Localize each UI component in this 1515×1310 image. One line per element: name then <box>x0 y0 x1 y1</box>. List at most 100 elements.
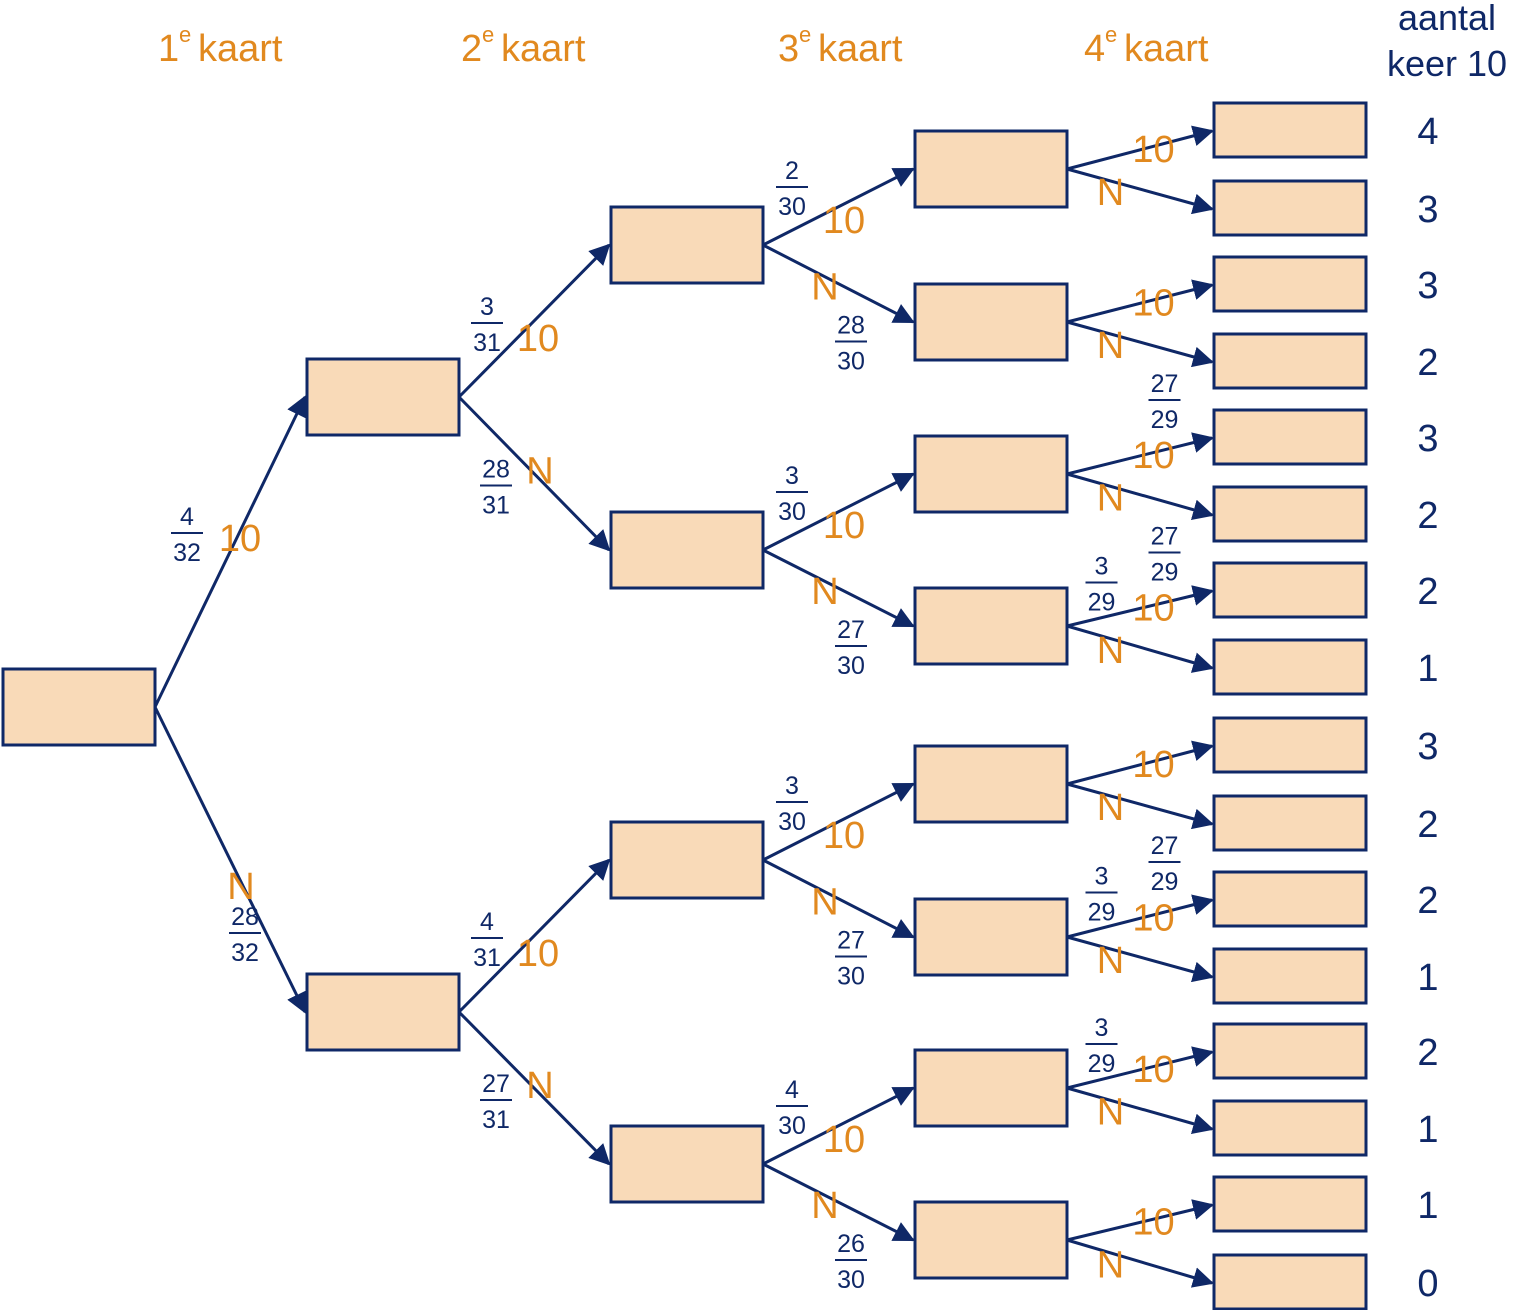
probability-numerator: 4 <box>785 1076 799 1104</box>
branch-arrow <box>1066 320 1215 368</box>
branch-arrow <box>762 472 915 552</box>
probability-numerator: 27 <box>1151 832 1179 860</box>
probability-numerator: 26 <box>837 1230 865 1258</box>
outcome-box <box>1212 1022 1368 1080</box>
branch-arrow <box>1066 1238 1215 1288</box>
tree-node-box <box>609 1124 765 1204</box>
outcome-box <box>1212 485 1368 543</box>
branch-label-ten: 10 <box>1132 1049 1174 1091</box>
branch-label-ten: 10 <box>219 518 261 560</box>
branch-label-not-ten: N <box>1097 1245 1124 1287</box>
branch-arrow <box>1066 585 1215 628</box>
branch-label-ten: 10 <box>517 318 559 360</box>
branch-arrow <box>457 395 611 552</box>
branch-arrow <box>762 782 915 862</box>
branch-arrow <box>762 858 915 939</box>
branch-label-not-ten: N <box>1097 1092 1124 1134</box>
outcome-box <box>1212 638 1368 696</box>
probability-denominator: 29 <box>1088 899 1116 927</box>
tree-node-box <box>913 1200 1069 1280</box>
branch-arrow <box>762 167 915 247</box>
outcome-box <box>1212 1099 1368 1157</box>
outcome-box <box>1212 1175 1368 1233</box>
branch-arrow <box>1066 432 1215 476</box>
probability-numerator: 4 <box>180 503 194 531</box>
ten-count: 2 <box>1417 804 1438 846</box>
outcome-box <box>1212 1253 1368 1310</box>
branch-arrow <box>1066 1086 1215 1134</box>
branch-arrow <box>1066 1199 1215 1242</box>
ten-count: 2 <box>1417 571 1438 613</box>
branch-arrow <box>762 1162 915 1242</box>
branch-arrow <box>1066 894 1215 939</box>
tree-boxes <box>1 101 1368 1310</box>
branch-arrow <box>1066 624 1215 673</box>
probability-denominator: 29 <box>1151 559 1179 587</box>
branch-label-ten: 10 <box>823 505 865 547</box>
branch-label-not-ten: N <box>526 451 553 493</box>
header-superscript: e <box>179 22 191 47</box>
probability-denominator: 29 <box>1151 406 1179 434</box>
branch-arrow <box>1066 125 1215 171</box>
probability-numerator: 3 <box>1095 1014 1109 1042</box>
branch-arrow <box>762 243 915 324</box>
branch-label-not-ten: N <box>1097 630 1124 672</box>
probability-numerator: 27 <box>837 616 865 644</box>
probability-numerator: 2 <box>785 157 799 185</box>
probability-denominator: 32 <box>173 539 201 567</box>
probability-denominator: 30 <box>837 652 865 680</box>
branch-label-ten: 10 <box>1132 744 1174 786</box>
header-word: kaart <box>1124 28 1209 70</box>
tree-node-box <box>913 129 1069 209</box>
probability-numerator: 3 <box>480 293 494 321</box>
probability-numerator: 3 <box>1095 863 1109 891</box>
ten-count: 3 <box>1417 726 1438 768</box>
probability-denominator: 29 <box>1088 589 1116 617</box>
tree-node-box <box>913 1048 1069 1128</box>
outcome-box <box>1212 794 1368 852</box>
header-number: 3 <box>778 28 799 70</box>
probability-denominator: 31 <box>482 1106 510 1134</box>
branch-label-not-ten: N <box>526 1065 553 1107</box>
branch-label-not-ten: N <box>1097 940 1124 982</box>
tree-node-box <box>913 586 1069 666</box>
branch-arrow <box>457 243 611 399</box>
tree-node-box <box>913 434 1069 514</box>
ten-count: 3 <box>1417 418 1438 460</box>
ten-count: 1 <box>1417 1109 1438 1151</box>
count-header-line2: keer 10 <box>1387 43 1507 84</box>
tree-node-box <box>913 744 1069 824</box>
count-header-line1: aantal <box>1398 0 1496 38</box>
tree-node-box <box>609 510 765 590</box>
probability-denominator: 31 <box>473 329 501 357</box>
branch-label-ten: 10 <box>517 933 559 975</box>
probability-numerator: 27 <box>482 1070 510 1098</box>
branch-arrow <box>1066 935 1215 983</box>
probability-numerator: 27 <box>837 927 865 955</box>
outcome-box <box>1212 332 1368 390</box>
outcome-box <box>1212 408 1368 466</box>
probability-denominator: 31 <box>473 944 501 972</box>
ten-count: 4 <box>1417 111 1438 153</box>
branch-label-ten: 10 <box>1132 1202 1174 1244</box>
probability-denominator: 29 <box>1088 1050 1116 1078</box>
branch-arrow <box>1066 279 1215 324</box>
branch-arrow <box>457 1010 611 1166</box>
branch-arrow <box>762 548 915 628</box>
tree-edges <box>153 125 1215 1288</box>
probability-numerator: 4 <box>480 908 494 936</box>
probability-denominator: 31 <box>482 492 510 520</box>
branch-arrow <box>1066 740 1215 786</box>
probability-numerator: 27 <box>1151 523 1179 551</box>
ten-count: 1 <box>1417 1185 1438 1227</box>
header-number: 4 <box>1084 28 1105 70</box>
header-number: 2 <box>461 28 482 70</box>
outcome-box <box>1212 947 1368 1005</box>
ten-count: 2 <box>1417 1032 1438 1074</box>
branch-label-not-ten: N <box>811 267 838 309</box>
